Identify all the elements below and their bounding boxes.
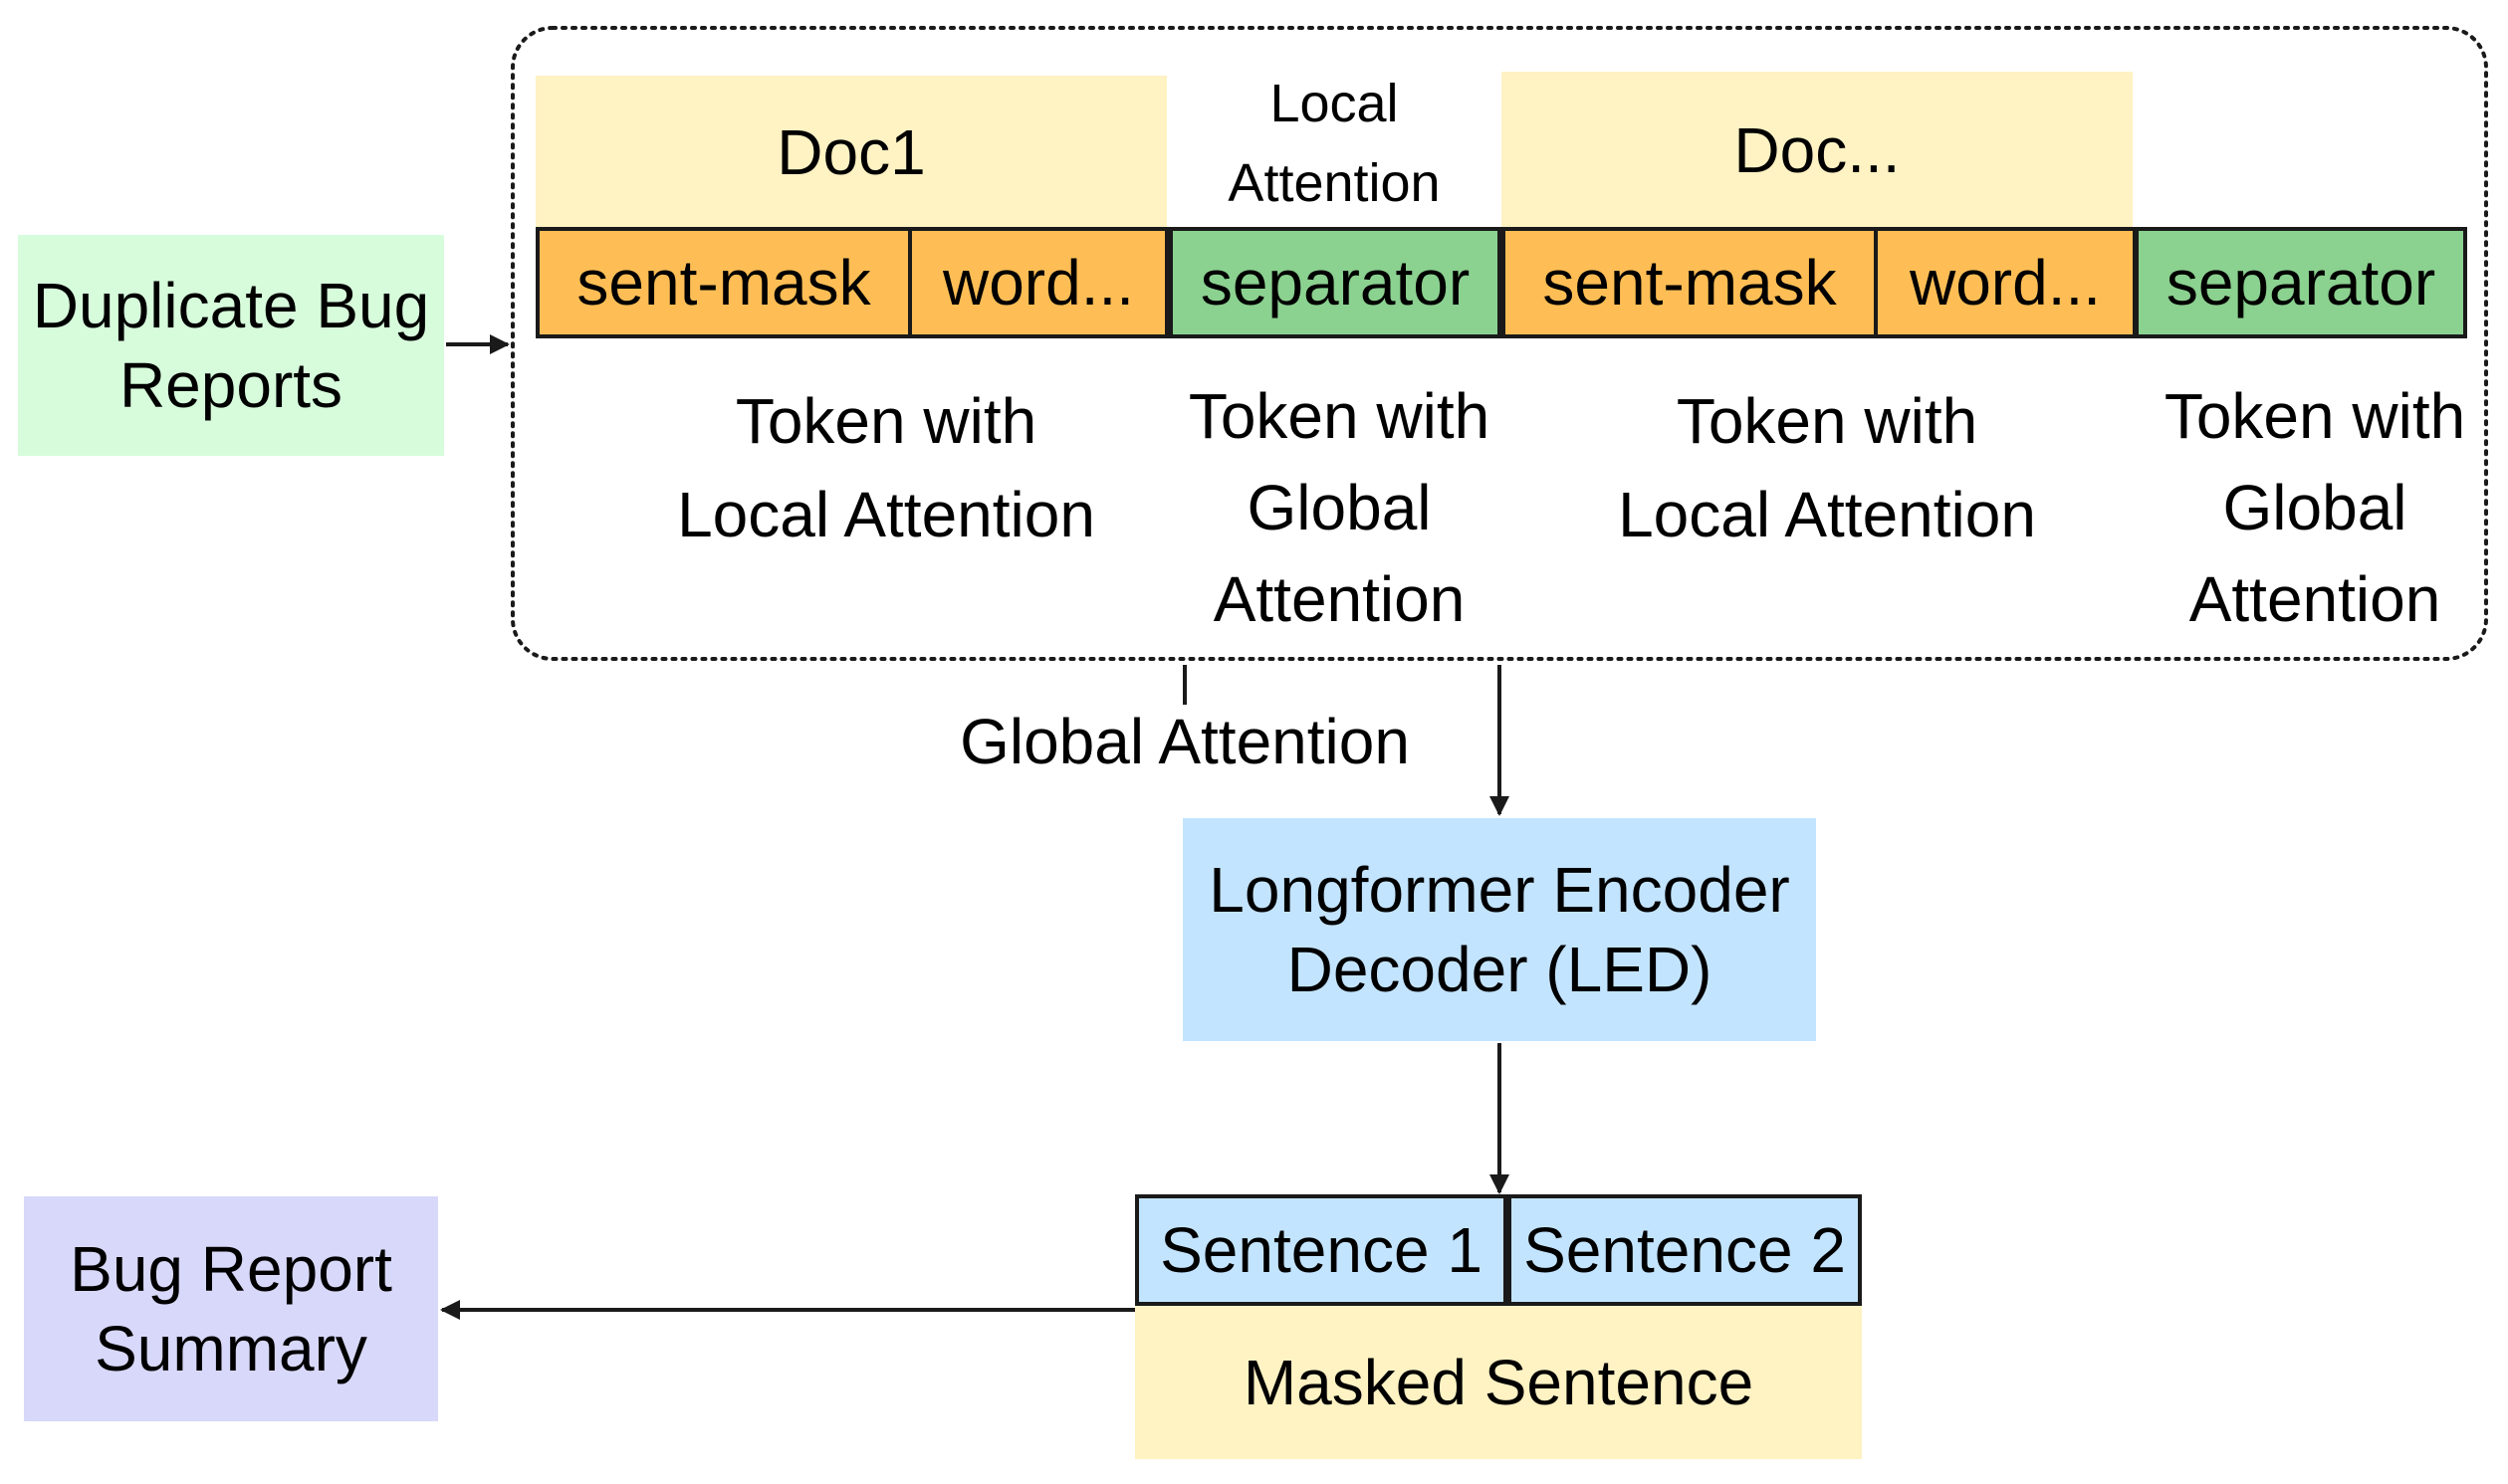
encoder-line-1: Longformer Encoder bbox=[1209, 854, 1790, 926]
input-line-1: Duplicate Bug bbox=[32, 270, 430, 341]
sentence-2-box: Sentence 2 bbox=[1507, 1194, 1862, 1306]
encoder-line-2: Decoder (LED) bbox=[1286, 934, 1712, 1005]
token-separator-2: separator bbox=[2135, 227, 2467, 338]
doc2-header: Doc... bbox=[1501, 72, 2133, 229]
local-attention-line-2: Attention bbox=[1228, 153, 1441, 213]
duplicate-bug-reports-box: Duplicate Bug Reports bbox=[18, 235, 444, 456]
token-separator-1: separator bbox=[1169, 227, 1501, 338]
bug-report-summary-box: Bug Report Summary bbox=[24, 1196, 438, 1421]
caption-global-attention-2: Token with Global Attention bbox=[2164, 380, 2466, 635]
local-attention-line-1: Local bbox=[1269, 74, 1399, 133]
masked-sentence-box: Masked Sentence bbox=[1135, 1306, 1862, 1459]
longformer-encoder-decoder-box: Longformer Encoder Decoder (LED) bbox=[1183, 818, 1816, 1041]
doc1-header: Doc1 bbox=[536, 76, 1167, 229]
caption-local-attention-2: Token with Local Attention bbox=[1618, 385, 2036, 550]
caption-local-attention-1: Token with Local Attention bbox=[677, 385, 1095, 550]
doc2-label: Doc... bbox=[1733, 114, 1901, 186]
sentence-1-box: Sentence 1 bbox=[1135, 1194, 1507, 1306]
input-line-2: Reports bbox=[118, 349, 343, 421]
token-sent-mask-1: sent-mask bbox=[536, 227, 912, 338]
token-sent-mask-2: sent-mask bbox=[1501, 227, 1878, 338]
token-word-1: word... bbox=[908, 227, 1169, 338]
token-word-2: word... bbox=[1874, 227, 2137, 338]
output-line-1: Bug Report bbox=[70, 1233, 392, 1305]
local-attention-label: Local Attention bbox=[1167, 64, 1501, 223]
caption-global-attention-1: Token with Global Attention bbox=[1188, 380, 1490, 635]
global-attention-label: Global Attention bbox=[960, 706, 1410, 777]
output-line-2: Summary bbox=[95, 1313, 367, 1384]
doc1-label: Doc1 bbox=[777, 116, 926, 188]
